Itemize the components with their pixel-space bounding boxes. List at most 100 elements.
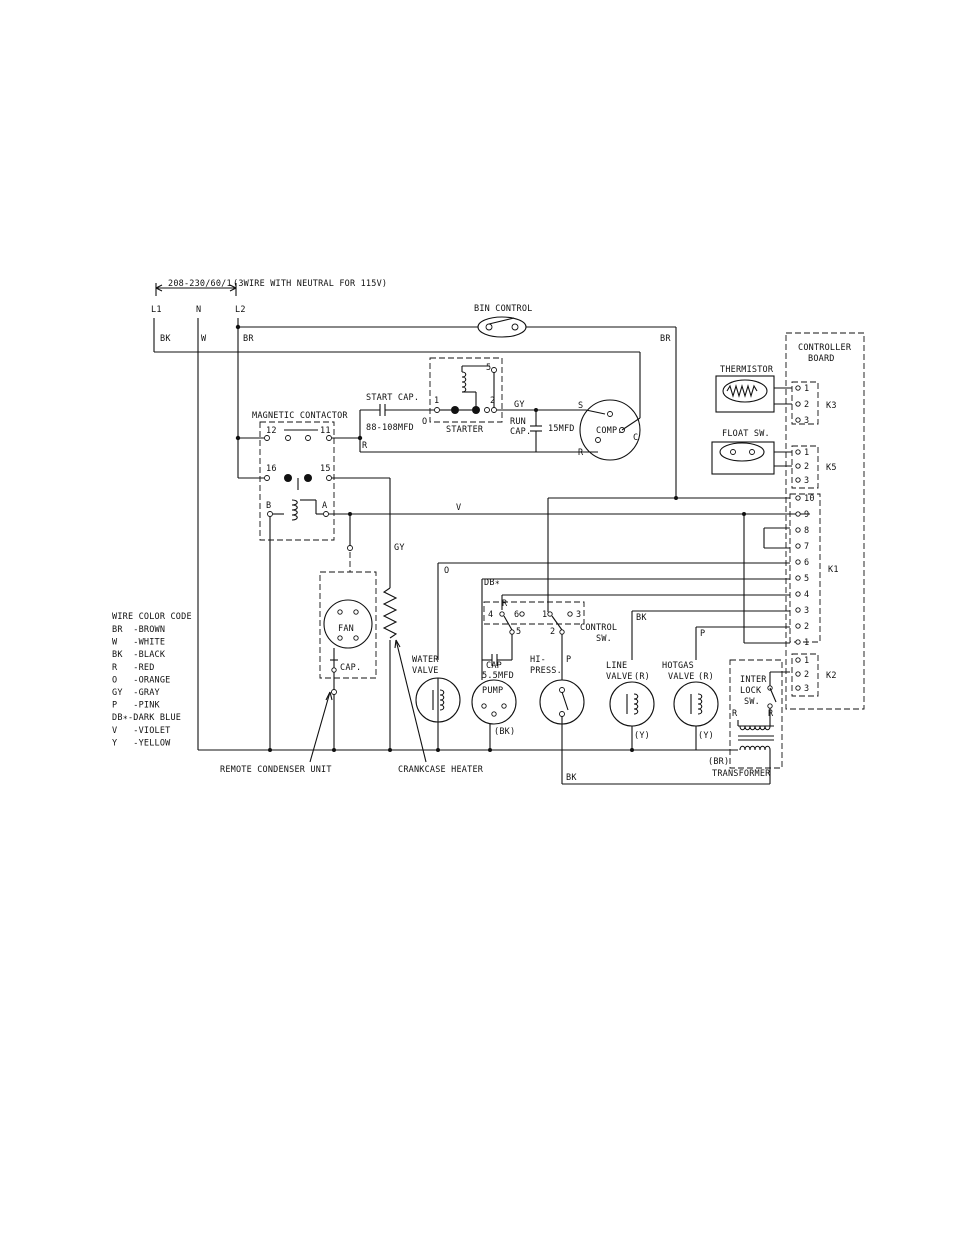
hotgas-valve-y: (Y) bbox=[698, 731, 714, 741]
k2-pin-terminal bbox=[795, 657, 801, 663]
pump-bk-label: (BK) bbox=[494, 727, 515, 737]
k3-pins: 123 bbox=[795, 384, 809, 426]
hotgas-valve-label-2: VALVE bbox=[668, 672, 695, 682]
contactor-t16: 16 bbox=[266, 464, 277, 474]
compressor-c: C bbox=[633, 433, 638, 443]
starter-terminal-0: O bbox=[422, 417, 427, 427]
remote-fan: FAN CAP. bbox=[319, 514, 377, 750]
k5-pin-label: 1 bbox=[804, 448, 809, 458]
controller-title-1: CONTROLLER bbox=[798, 343, 852, 353]
hotgas-valve: HOTGAS VALVE (R) (Y) bbox=[662, 661, 719, 750]
wire-color-code-title: WIRE COLOR CODE bbox=[112, 612, 192, 622]
compressor-label: COMP. bbox=[596, 426, 623, 436]
k2-pin-label: 3 bbox=[804, 684, 809, 694]
l1-wire-color: BK bbox=[160, 334, 171, 344]
gy-heater-label: GY bbox=[394, 543, 405, 553]
line-valve-label-2: VALVE bbox=[606, 672, 633, 682]
k1-pin-label: 10 bbox=[804, 494, 815, 504]
k3-pin-label: 1 bbox=[804, 384, 809, 394]
wire-color-code-item: R -RED bbox=[112, 663, 155, 673]
k5-label: K5 bbox=[826, 463, 837, 473]
k3-label: K3 bbox=[826, 401, 837, 411]
k1-pin-label: 8 bbox=[804, 526, 809, 536]
callouts: REMOTE CONDENSER UNIT CRANKCASE HEATER bbox=[220, 639, 484, 775]
start-capacitor: START CAP. 88-108MFD bbox=[357, 393, 434, 441]
db-wire-label: DB∗ bbox=[484, 578, 500, 588]
control-sw-t5: 5 bbox=[516, 627, 521, 637]
starter: 5 1 2 STARTER O bbox=[422, 357, 503, 435]
bin-control-label: BIN CONTROL bbox=[474, 304, 533, 314]
k5-pins: 123 bbox=[795, 448, 809, 486]
crankcase-heater: GY bbox=[382, 478, 405, 750]
k1-pin-terminal bbox=[795, 511, 801, 517]
k2-pin-label: 2 bbox=[804, 670, 809, 680]
control-sw-label-1: CONTROL bbox=[580, 623, 617, 633]
wire-color-code-item: Y -YELLOW bbox=[112, 738, 171, 748]
line-valve-y: (Y) bbox=[634, 731, 650, 741]
water-valve: WATER VALVE bbox=[412, 655, 461, 750]
supply-note: (3WIRE WITH NEUTRAL FOR 115V) bbox=[233, 279, 387, 289]
control-sw-t1: 1 bbox=[542, 610, 547, 620]
control-switch: 4 6 1 3 5 2 CONTROL SW. bbox=[483, 601, 617, 680]
hotgas-valve-label-1: HOTGAS bbox=[662, 661, 694, 671]
k1-pin-label: 1 bbox=[804, 638, 809, 648]
hotgas-valve-r: (R) bbox=[698, 672, 714, 682]
k5-pin-terminal bbox=[795, 449, 801, 455]
r-wire-label-1: R bbox=[362, 441, 368, 451]
k1-pin-label: 4 bbox=[804, 590, 809, 600]
controller-title-2: BOARD bbox=[808, 354, 835, 364]
pump-label: PUMP bbox=[482, 686, 503, 696]
l2-wire-color: BR bbox=[243, 334, 254, 344]
water-valve-label-2: VALVE bbox=[412, 666, 439, 676]
float-switch: FLOAT SW. bbox=[711, 429, 792, 475]
thermistor-label: THERMISTOR bbox=[720, 365, 774, 375]
hi-press-switch: HI- PRESS. P BK bbox=[530, 655, 770, 785]
run-cap-label-1: RUN bbox=[510, 417, 526, 427]
k1-pin-label: 6 bbox=[804, 558, 809, 568]
crankcase-heater-callout: CRANKCASE HEATER bbox=[398, 765, 484, 775]
wire-color-code-item: O -ORANGE bbox=[112, 675, 171, 685]
interlock-label-1: INTER bbox=[740, 675, 767, 685]
starter-label: STARTER bbox=[446, 425, 484, 435]
k1-pin-label: 3 bbox=[804, 606, 809, 616]
pump-cap-label-1: CAP bbox=[486, 661, 502, 671]
bin-control-wire-color: BR bbox=[660, 334, 671, 344]
starter-terminal-1: 1 bbox=[434, 396, 439, 406]
k2-pins: 123 bbox=[795, 656, 809, 694]
bin-control: BIN CONTROL BR bbox=[235, 304, 677, 498]
run-capacitor: RUN CAP. 15MFD bbox=[510, 410, 574, 452]
start-cap-value: 88-108MFD bbox=[366, 423, 414, 433]
k1-pin-terminal bbox=[795, 559, 801, 565]
interlock-transformer: INTER LOCK SW. R R (BR) TRANSFORMER bbox=[700, 659, 790, 784]
contactor-ta: A bbox=[322, 501, 327, 511]
starter-terminal-2: 2 bbox=[490, 396, 495, 406]
wire-color-code-item: DB∗-DARK BLUE bbox=[112, 713, 181, 723]
k1-pin-terminal bbox=[795, 607, 801, 613]
gy-wire-label: GY bbox=[514, 400, 525, 410]
wire-color-code-item: W -WHITE bbox=[112, 638, 165, 648]
fan-label: FAN bbox=[338, 624, 354, 634]
power-supply: 208-230/60/1 (3WIRE WITH NEUTRAL FOR 115… bbox=[151, 279, 387, 750]
float-switch-label: FLOAT SW. bbox=[722, 429, 770, 439]
k5-pin-terminal bbox=[795, 463, 801, 469]
k1-pin-terminal bbox=[795, 575, 801, 581]
k1-label: K1 bbox=[828, 565, 839, 575]
bk-wire-label-2: BK bbox=[566, 773, 577, 783]
k2-pin-terminal bbox=[795, 685, 801, 691]
k1-pin-terminal bbox=[795, 527, 801, 533]
water-valve-label-1: WATER bbox=[412, 655, 439, 665]
contactor-tb: B bbox=[266, 501, 271, 511]
compressor-r: R bbox=[578, 448, 584, 458]
line-valve-r: (R) bbox=[634, 672, 650, 682]
remote-condenser-callout: REMOTE CONDENSER UNIT bbox=[220, 765, 332, 775]
line-valve-label-1: LINE bbox=[606, 661, 627, 671]
k1-pin-terminal bbox=[795, 591, 801, 597]
magnetic-contactor: MAGNETIC CONTACTOR 12 11 R 16 15 B A bbox=[235, 411, 536, 750]
p-wire-label-2: P bbox=[566, 655, 571, 665]
start-cap-label: START CAP. bbox=[366, 393, 419, 403]
k2-label: K2 bbox=[826, 671, 837, 681]
thermistor: THERMISTOR bbox=[715, 365, 792, 413]
